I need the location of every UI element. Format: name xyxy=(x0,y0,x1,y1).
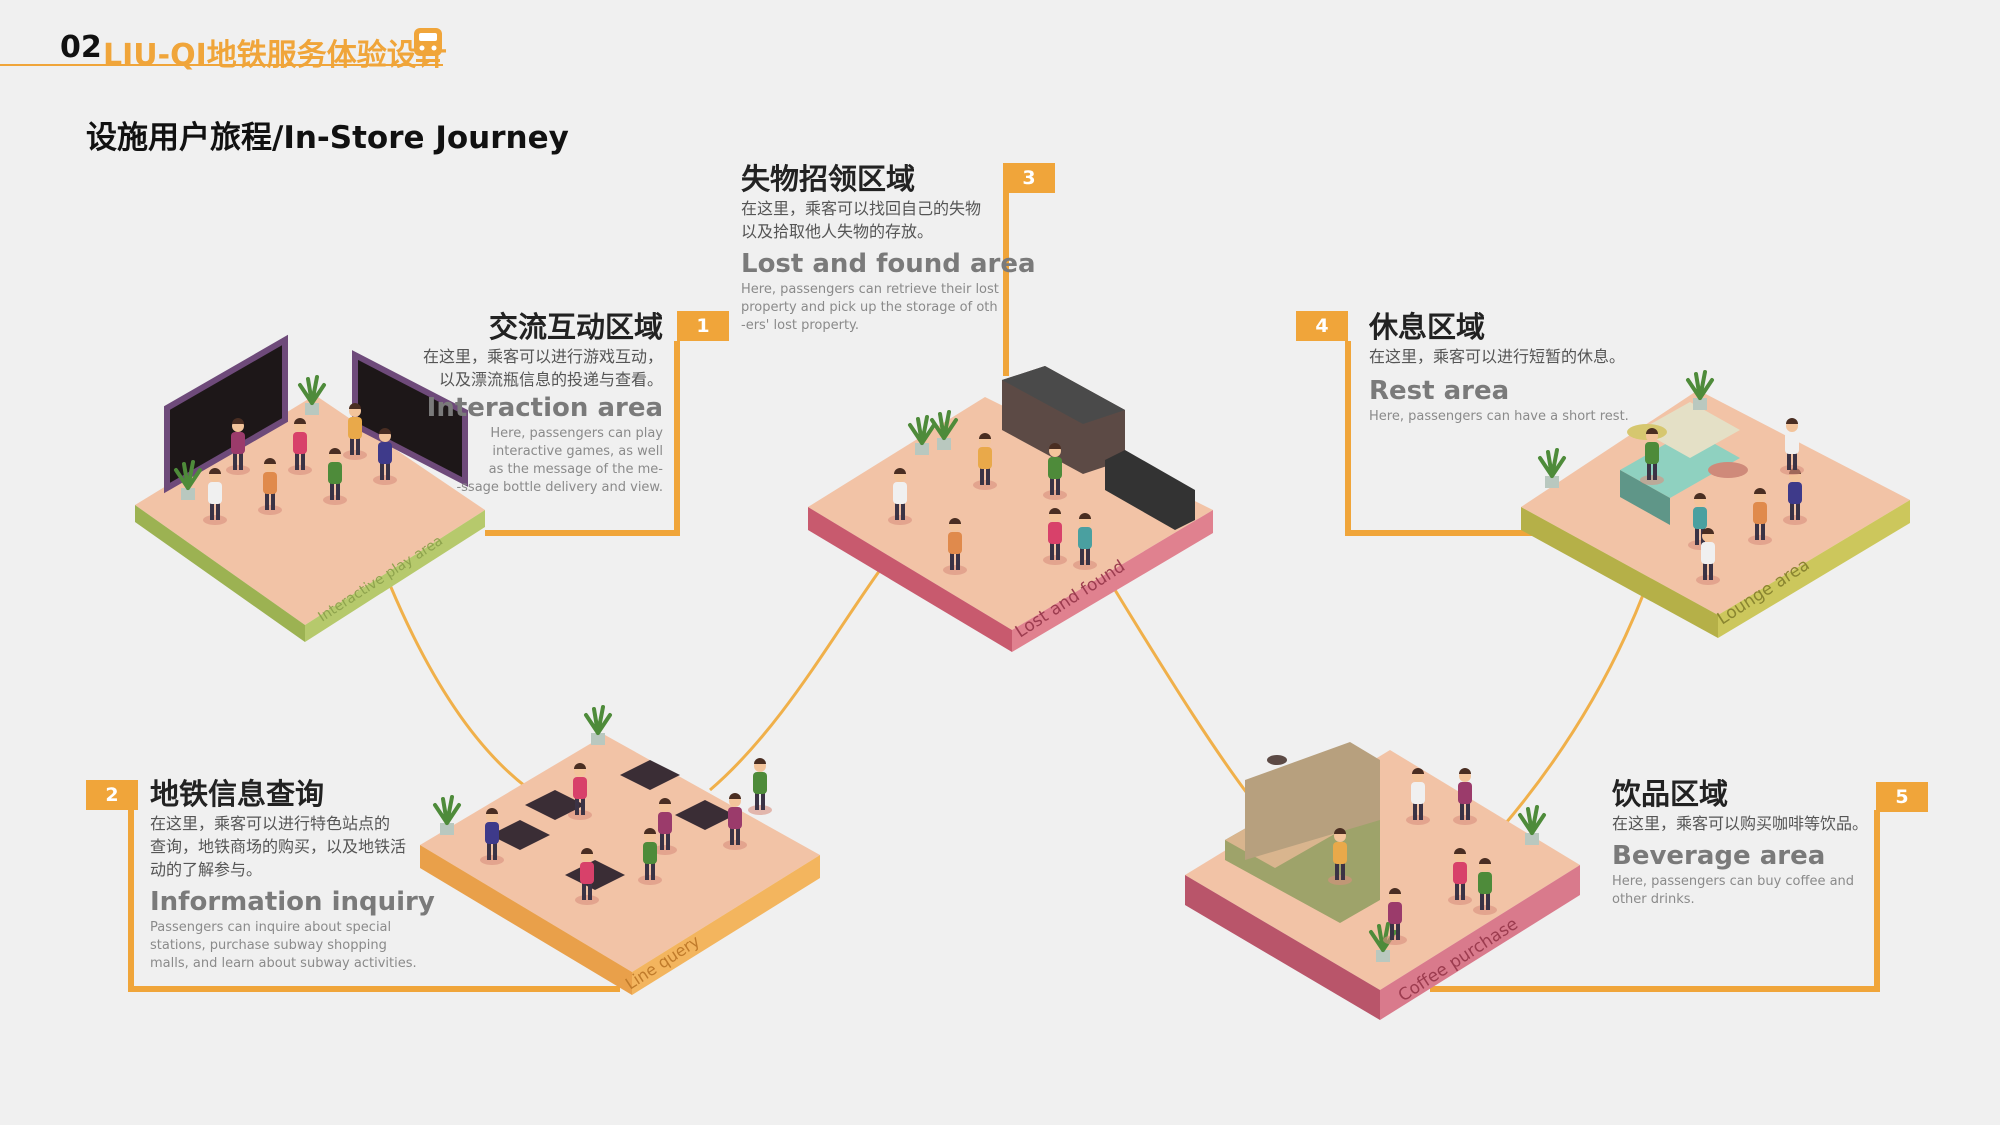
bracket-2 xyxy=(128,810,620,992)
zone-2-en-desc-line: stations, purchase subway shopping xyxy=(150,938,387,953)
platform-lost-and-found xyxy=(808,366,1213,652)
zone-5-en-desc-line: Here, passengers can buy coffee and xyxy=(1612,874,1855,889)
connector-5-4 xyxy=(1498,589,1647,831)
zone-5-text: 饮品区域 在这里，乘客可以购买咖啡等饮品。 Beverage area Here… xyxy=(1612,776,1868,909)
zone-1-en-desc-line: as the message of the me- xyxy=(488,462,663,477)
zone-1-en-desc-line: interactive games, as well xyxy=(492,444,663,459)
platform-coffee xyxy=(1185,742,1580,1020)
zone-2-en-desc-line: malls, and learn about subway activities… xyxy=(150,956,417,971)
zone-2-zh-desc-line: 在这里，乘客可以进行特色站点的 xyxy=(150,814,391,833)
zone-badge-1: 1 xyxy=(677,311,729,341)
section-number: 02 xyxy=(60,30,102,65)
journey-connectors xyxy=(388,569,1647,831)
platform-line-query xyxy=(420,705,820,995)
zone-2-en-desc-line: Passengers can inquire about special xyxy=(150,920,392,935)
zone-3-zh-desc-line: 以及拾取他人失物的存放。 xyxy=(741,222,934,241)
zone-3-en-desc-line: Here, passengers can retrieve their lost xyxy=(741,282,999,297)
header-underline xyxy=(0,64,443,66)
connector-1-2 xyxy=(388,584,546,802)
zone-badge-3: 3 xyxy=(1003,163,1055,193)
zone-badge-2: 2 xyxy=(86,780,138,810)
zone-1-zh-desc-line: 以及漂流瓶信息的投递与查看。 xyxy=(438,370,663,389)
zone-2-zh-title: 地铁信息查询 xyxy=(150,777,325,811)
zone-badge-4: 4 xyxy=(1296,311,1348,341)
zone-3-en-desc-line: -ers' lost property. xyxy=(741,318,860,333)
bracket-1 xyxy=(485,341,680,536)
zone-2-en-title: Information inquiry xyxy=(150,887,435,917)
zone-1-zh-desc-line: 在这里，乘客可以进行游戏互动， xyxy=(422,347,663,366)
platform-lounge xyxy=(1521,370,1910,638)
zone-1-en-title: Interaction area xyxy=(426,393,663,423)
bracket-5 xyxy=(1430,810,1880,992)
zone-badge-5: 5 xyxy=(1876,782,1928,812)
page-title: 设施用户旅程/In-Store Journey xyxy=(86,120,569,156)
zone-1-text: 交流互动区域 在这里，乘客可以进行游戏互动， 以及漂流瓶信息的投递与查看。 In… xyxy=(423,309,663,497)
zone-4-en-title: Rest area xyxy=(1369,376,1510,406)
zone-1-en-desc-line: -ssage bottle delivery and view. xyxy=(456,480,663,495)
zone-5-en-desc-line: other drinks. xyxy=(1612,892,1695,907)
train-icon xyxy=(414,28,442,62)
zone-1-zh-title: 交流互动区域 xyxy=(488,310,663,344)
zone-3-en-title: Lost and found area xyxy=(741,249,1036,279)
bracket-4 xyxy=(1345,341,1550,536)
zone-1-en-desc-line: Here, passengers can play xyxy=(490,426,663,441)
platform-interaction xyxy=(135,334,485,642)
zone-4-zh-desc-line: 在这里，乘客可以进行短暂的休息。 xyxy=(1369,347,1626,366)
zone-2-text: 地铁信息查询 在这里，乘客可以进行特色站点的 查询，地铁商场的购买，以及地铁活 … xyxy=(150,776,435,973)
zone-4-text: 休息区域 在这里，乘客可以进行短暂的休息。 Rest area Here, pa… xyxy=(1369,309,1629,426)
callout-brackets xyxy=(128,163,1880,992)
zone-4-en-desc-line: Here, passengers can have a short rest. xyxy=(1369,409,1629,424)
zone-3-zh-desc-line: 在这里，乘客可以找回自己的失物 xyxy=(741,199,982,218)
zone-5-zh-title: 饮品区域 xyxy=(1612,777,1729,811)
connector-3-5 xyxy=(1113,589,1262,811)
zone-3-zh-title: 失物招领区域 xyxy=(741,162,916,196)
zone-5-zh-desc-line: 在这里，乘客可以购买咖啡等饮品。 xyxy=(1612,814,1869,833)
zone-3-en-desc-line: property and pick up the storage of oth xyxy=(741,300,998,315)
zone-4-zh-title: 休息区域 xyxy=(1369,310,1486,344)
zone-5-en-title: Beverage area xyxy=(1612,841,1826,871)
zone-2-zh-desc-line: 查询，地铁商场的购买，以及地铁活 xyxy=(150,837,407,856)
connector-2-3 xyxy=(709,569,882,792)
zone-3-text: 失物招领区域 在这里，乘客可以找回自己的失物 以及拾取他人失物的存放。 Lost… xyxy=(741,161,1036,335)
zone-2-zh-desc-line: 动的了解参与。 xyxy=(150,860,263,879)
header-title: LIU-QI地铁服务体验设计 xyxy=(103,38,447,73)
